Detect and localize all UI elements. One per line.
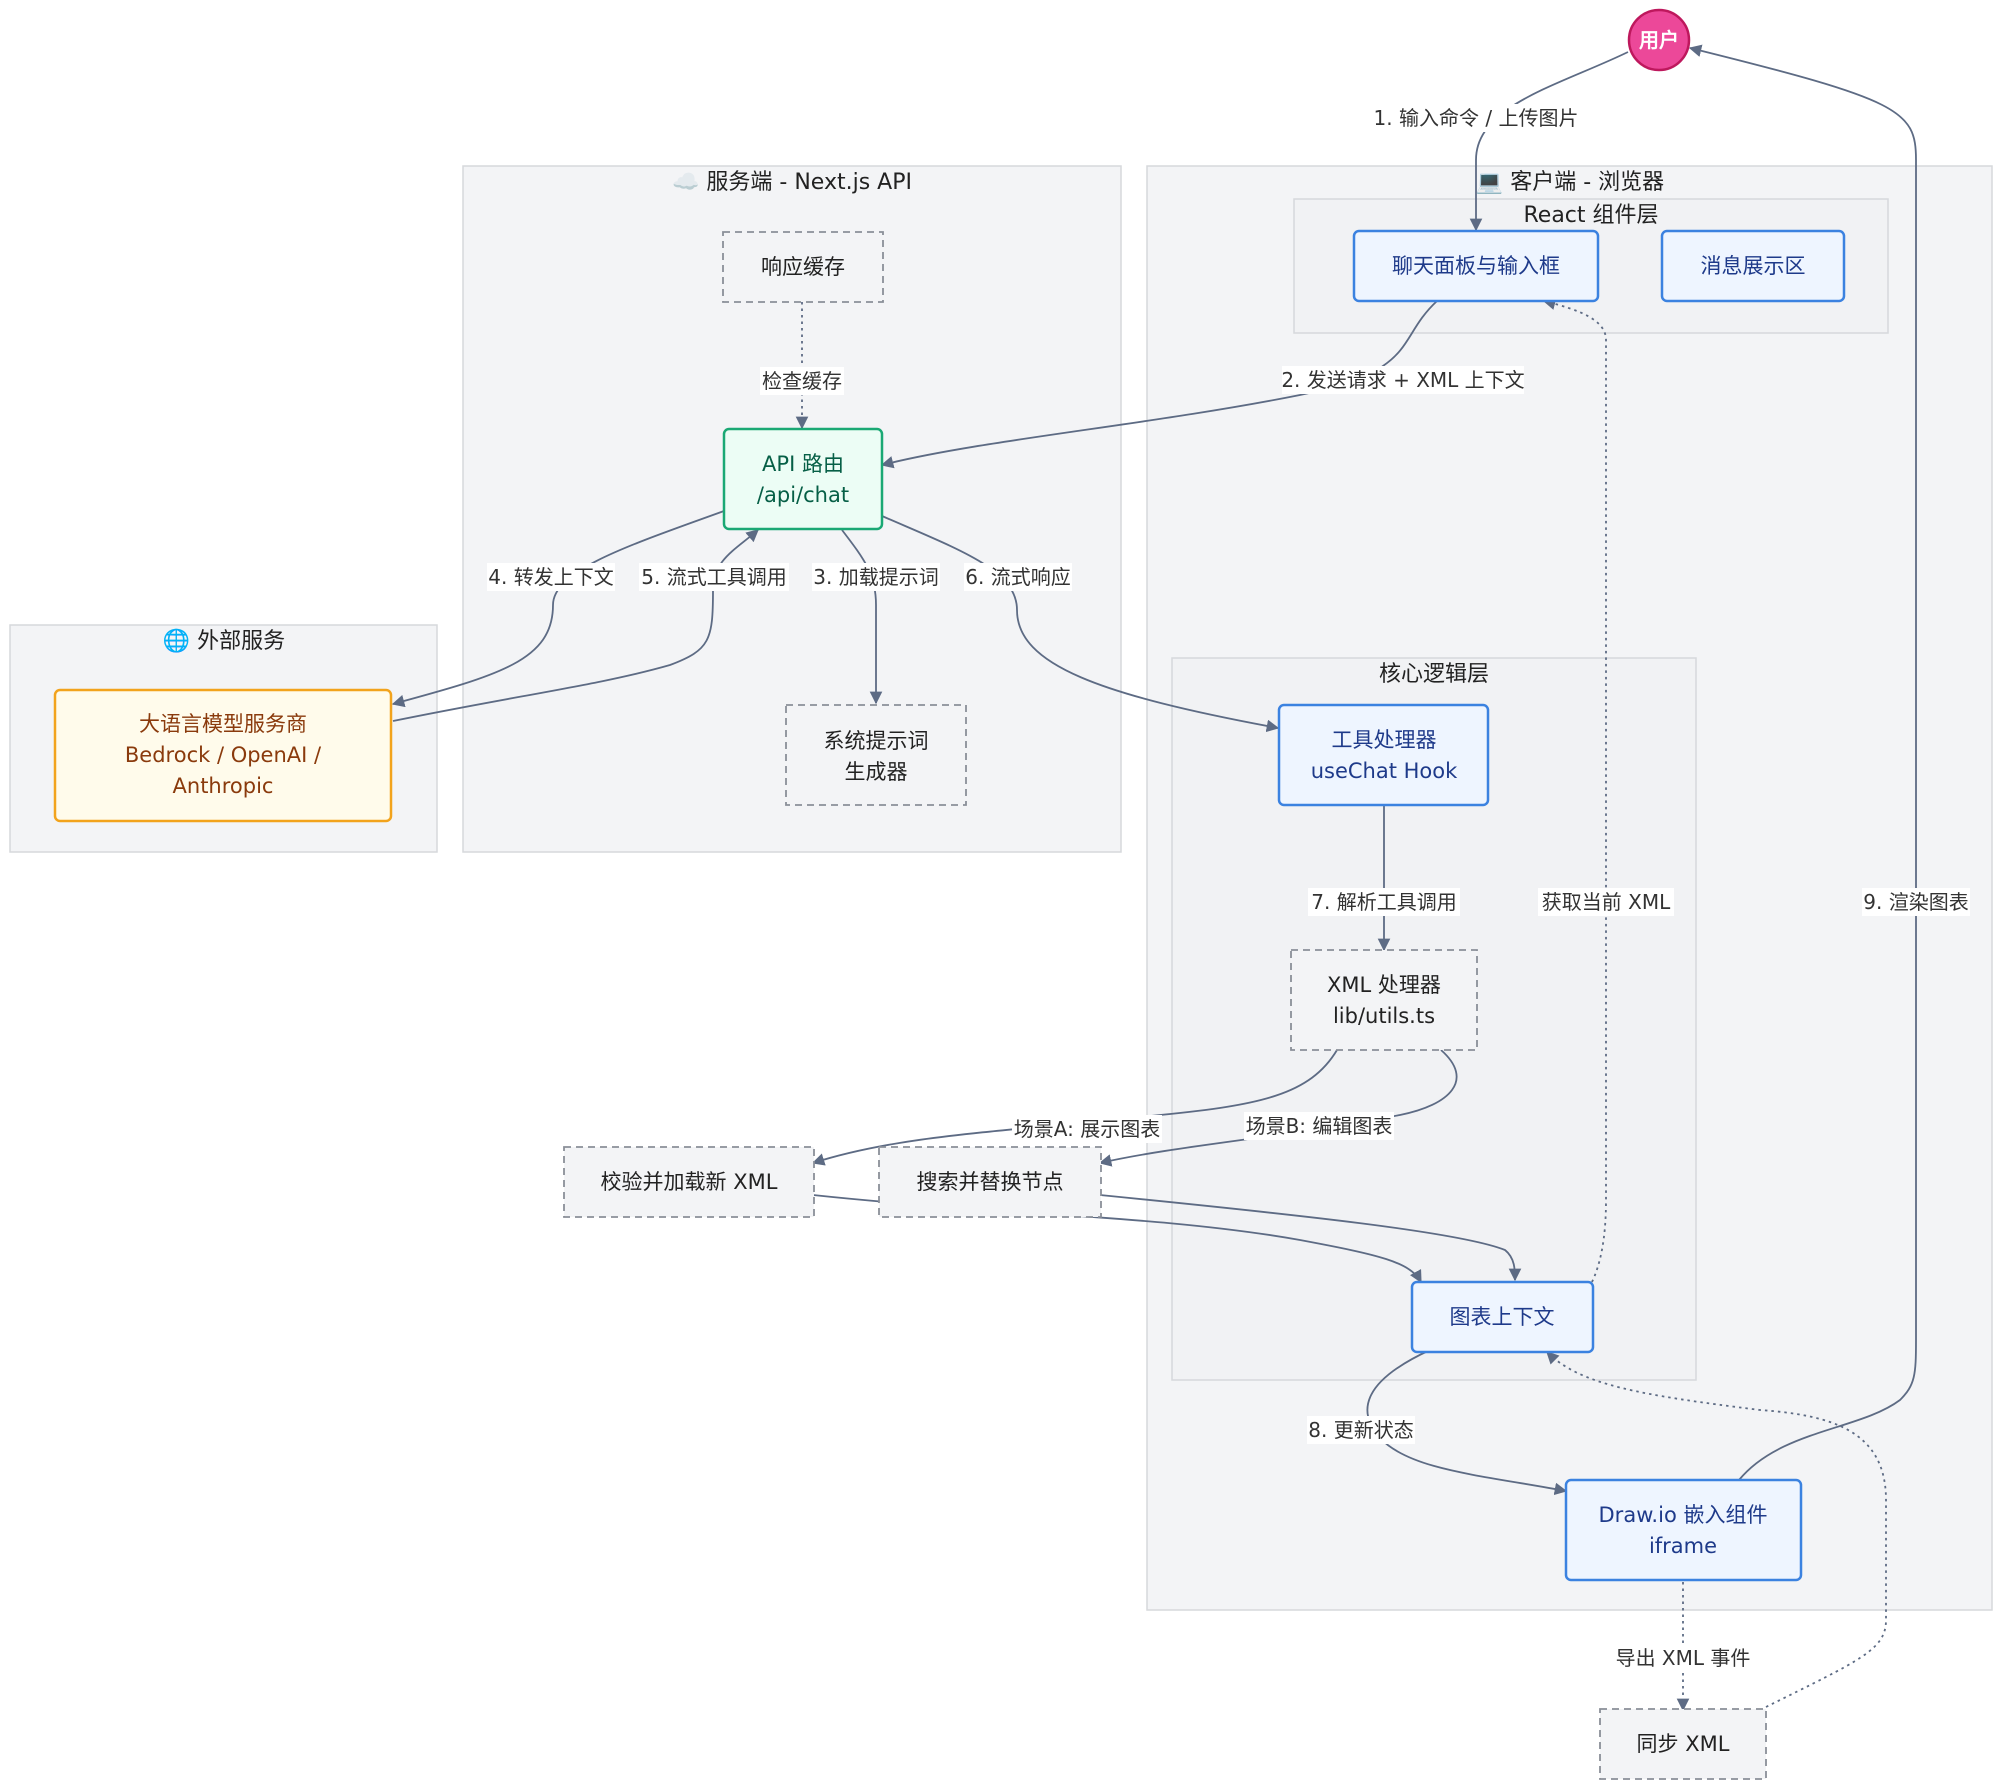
system-prompt-label-line2: 生成器: [845, 760, 908, 784]
react-layer-title: React 组件层: [1523, 203, 1658, 228]
edge-search-to-context: [1099, 1194, 1522, 1282]
diagram-context-node[interactable]: 图表上下文: [1410, 1280, 1595, 1354]
message-area-label: 消息展示区: [1701, 254, 1806, 278]
edge-label-get-xml-text: 获取当前 XML: [1542, 890, 1671, 914]
diagram-context-label: 图表上下文: [1450, 1305, 1555, 1329]
edge-label-2-text: 2. 发送请求 + XML 上下文: [1281, 368, 1524, 392]
message-area-node[interactable]: 消息展示区: [1660, 229, 1846, 303]
edge-label-6: 6. 流式响应: [964, 563, 1072, 591]
tool-handler-node[interactable]: 工具处理器 useChat Hook: [1277, 703, 1490, 807]
validate-load-node[interactable]: 校验并加载新 XML: [563, 1146, 815, 1218]
api-route-node[interactable]: API 路由 /api/chat: [722, 427, 884, 531]
response-cache-node[interactable]: 响应缓存: [722, 231, 884, 303]
chat-panel-node[interactable]: 聊天面板与输入框: [1352, 229, 1600, 303]
edge-label-export-text: 导出 XML 事件: [1616, 1646, 1751, 1670]
sync-xml-label: 同步 XML: [1637, 1732, 1730, 1756]
edge-label-7-text: 7. 解析工具调用: [1311, 890, 1456, 914]
edge-label-5: 5. 流式工具调用: [639, 563, 789, 591]
server-group-title: ☁️ 服务端 - Next.js API: [672, 170, 912, 195]
xml-processor-node[interactable]: XML 处理器 lib/utils.ts: [1290, 949, 1478, 1051]
chat-panel-label: 聊天面板与输入框: [1392, 254, 1560, 278]
search-replace-node[interactable]: 搜索并替换节点: [878, 1146, 1102, 1218]
edge-label-scene-a-text: 场景A: 展示图表: [1014, 1117, 1160, 1141]
edge-label-export: 导出 XML 事件: [1609, 1644, 1757, 1672]
llm-provider-node[interactable]: 大语言模型服务商 Bedrock / OpenAI / Anthropic: [53, 688, 393, 823]
client-group-title: 💻 客户端 - 浏览器: [1476, 170, 1664, 195]
edge-label-8: 8. 更新状态: [1307, 1416, 1415, 1444]
edge-label-6-text: 6. 流式响应: [965, 565, 1070, 589]
api-route-label-line1: API 路由: [762, 452, 844, 476]
system-prompt-node[interactable]: 系统提示词 生成器: [785, 704, 967, 806]
edge-label-check-cache-text: 检查缓存: [762, 369, 842, 393]
xml-processor-label-line2: lib/utils.ts: [1333, 1004, 1435, 1028]
tool-handler-label-line1: 工具处理器: [1332, 728, 1437, 752]
edge-label-9: 9. 渲染图表: [1862, 888, 1970, 916]
edge-label-5-text: 5. 流式工具调用: [641, 565, 786, 589]
edge-api-to-llm: [391, 510, 725, 708]
edge-context-to-chat: [1542, 297, 1607, 1283]
search-replace-label: 搜索并替换节点: [917, 1170, 1064, 1194]
edge-label-4: 4. 转发上下文: [487, 563, 615, 591]
api-route-label-line2: /api/chat: [757, 483, 849, 507]
edge-label-1: 1. 输入命令 / 上传图片: [1370, 104, 1582, 132]
edge-label-9-text: 9. 渲染图表: [1863, 890, 1968, 914]
edge-label-1-text: 1. 输入命令 / 上传图片: [1374, 106, 1579, 130]
edge-drawio-to-user: [1688, 44, 1917, 1481]
user-node[interactable]: 用户: [1627, 8, 1691, 72]
drawio-embed-label-line1: Draw.io 嵌入组件: [1599, 1503, 1768, 1527]
edge-label-check-cache: 检查缓存: [760, 367, 844, 395]
edge-label-scene-b: 场景B: 编辑图表: [1244, 1112, 1394, 1140]
edge-label-8-text: 8. 更新状态: [1308, 1418, 1413, 1442]
edge-label-4-text: 4. 转发上下文: [488, 565, 613, 589]
edge-chat-to-api: [880, 300, 1438, 469]
sync-xml-node[interactable]: 同步 XML: [1599, 1708, 1767, 1780]
user-node-label: 用户: [1639, 28, 1679, 52]
edge-label-scene-b-text: 场景B: 编辑图表: [1246, 1114, 1393, 1138]
edge-label-get-xml: 获取当前 XML: [1538, 888, 1674, 916]
xml-processor-label-line1: XML 处理器: [1327, 973, 1441, 997]
edge-user-to-chat: [1469, 51, 1629, 232]
tool-handler-label-line2: useChat Hook: [1311, 759, 1458, 783]
external-group-title: 🌐 外部服务: [163, 628, 285, 654]
edge-label-3-text: 3. 加载提示词: [813, 565, 938, 589]
system-prompt-label-line1: 系统提示词: [824, 729, 929, 753]
validate-load-label: 校验并加载新 XML: [601, 1170, 778, 1194]
drawio-embed-label-line2: iframe: [1649, 1534, 1717, 1558]
response-cache-label: 响应缓存: [761, 255, 845, 279]
edge-api-to-tool: [881, 515, 1280, 733]
edge-label-scene-a: 场景A: 展示图表: [1012, 1115, 1162, 1143]
edge-label-3: 3. 加载提示词: [812, 563, 940, 591]
llm-provider-label-line1: 大语言模型服务商: [139, 712, 307, 736]
edge-label-2: 2. 发送请求 + XML 上下文: [1281, 366, 1525, 394]
llm-provider-label-line3: Anthropic: [173, 774, 274, 798]
llm-provider-label-line2: Bedrock / OpenAI /: [125, 743, 322, 767]
core-layer-title: 核心逻辑层: [1379, 662, 1489, 687]
drawio-embed-node[interactable]: Draw.io 嵌入组件 iframe: [1564, 1478, 1803, 1582]
edge-label-7: 7. 解析工具调用: [1308, 888, 1460, 916]
